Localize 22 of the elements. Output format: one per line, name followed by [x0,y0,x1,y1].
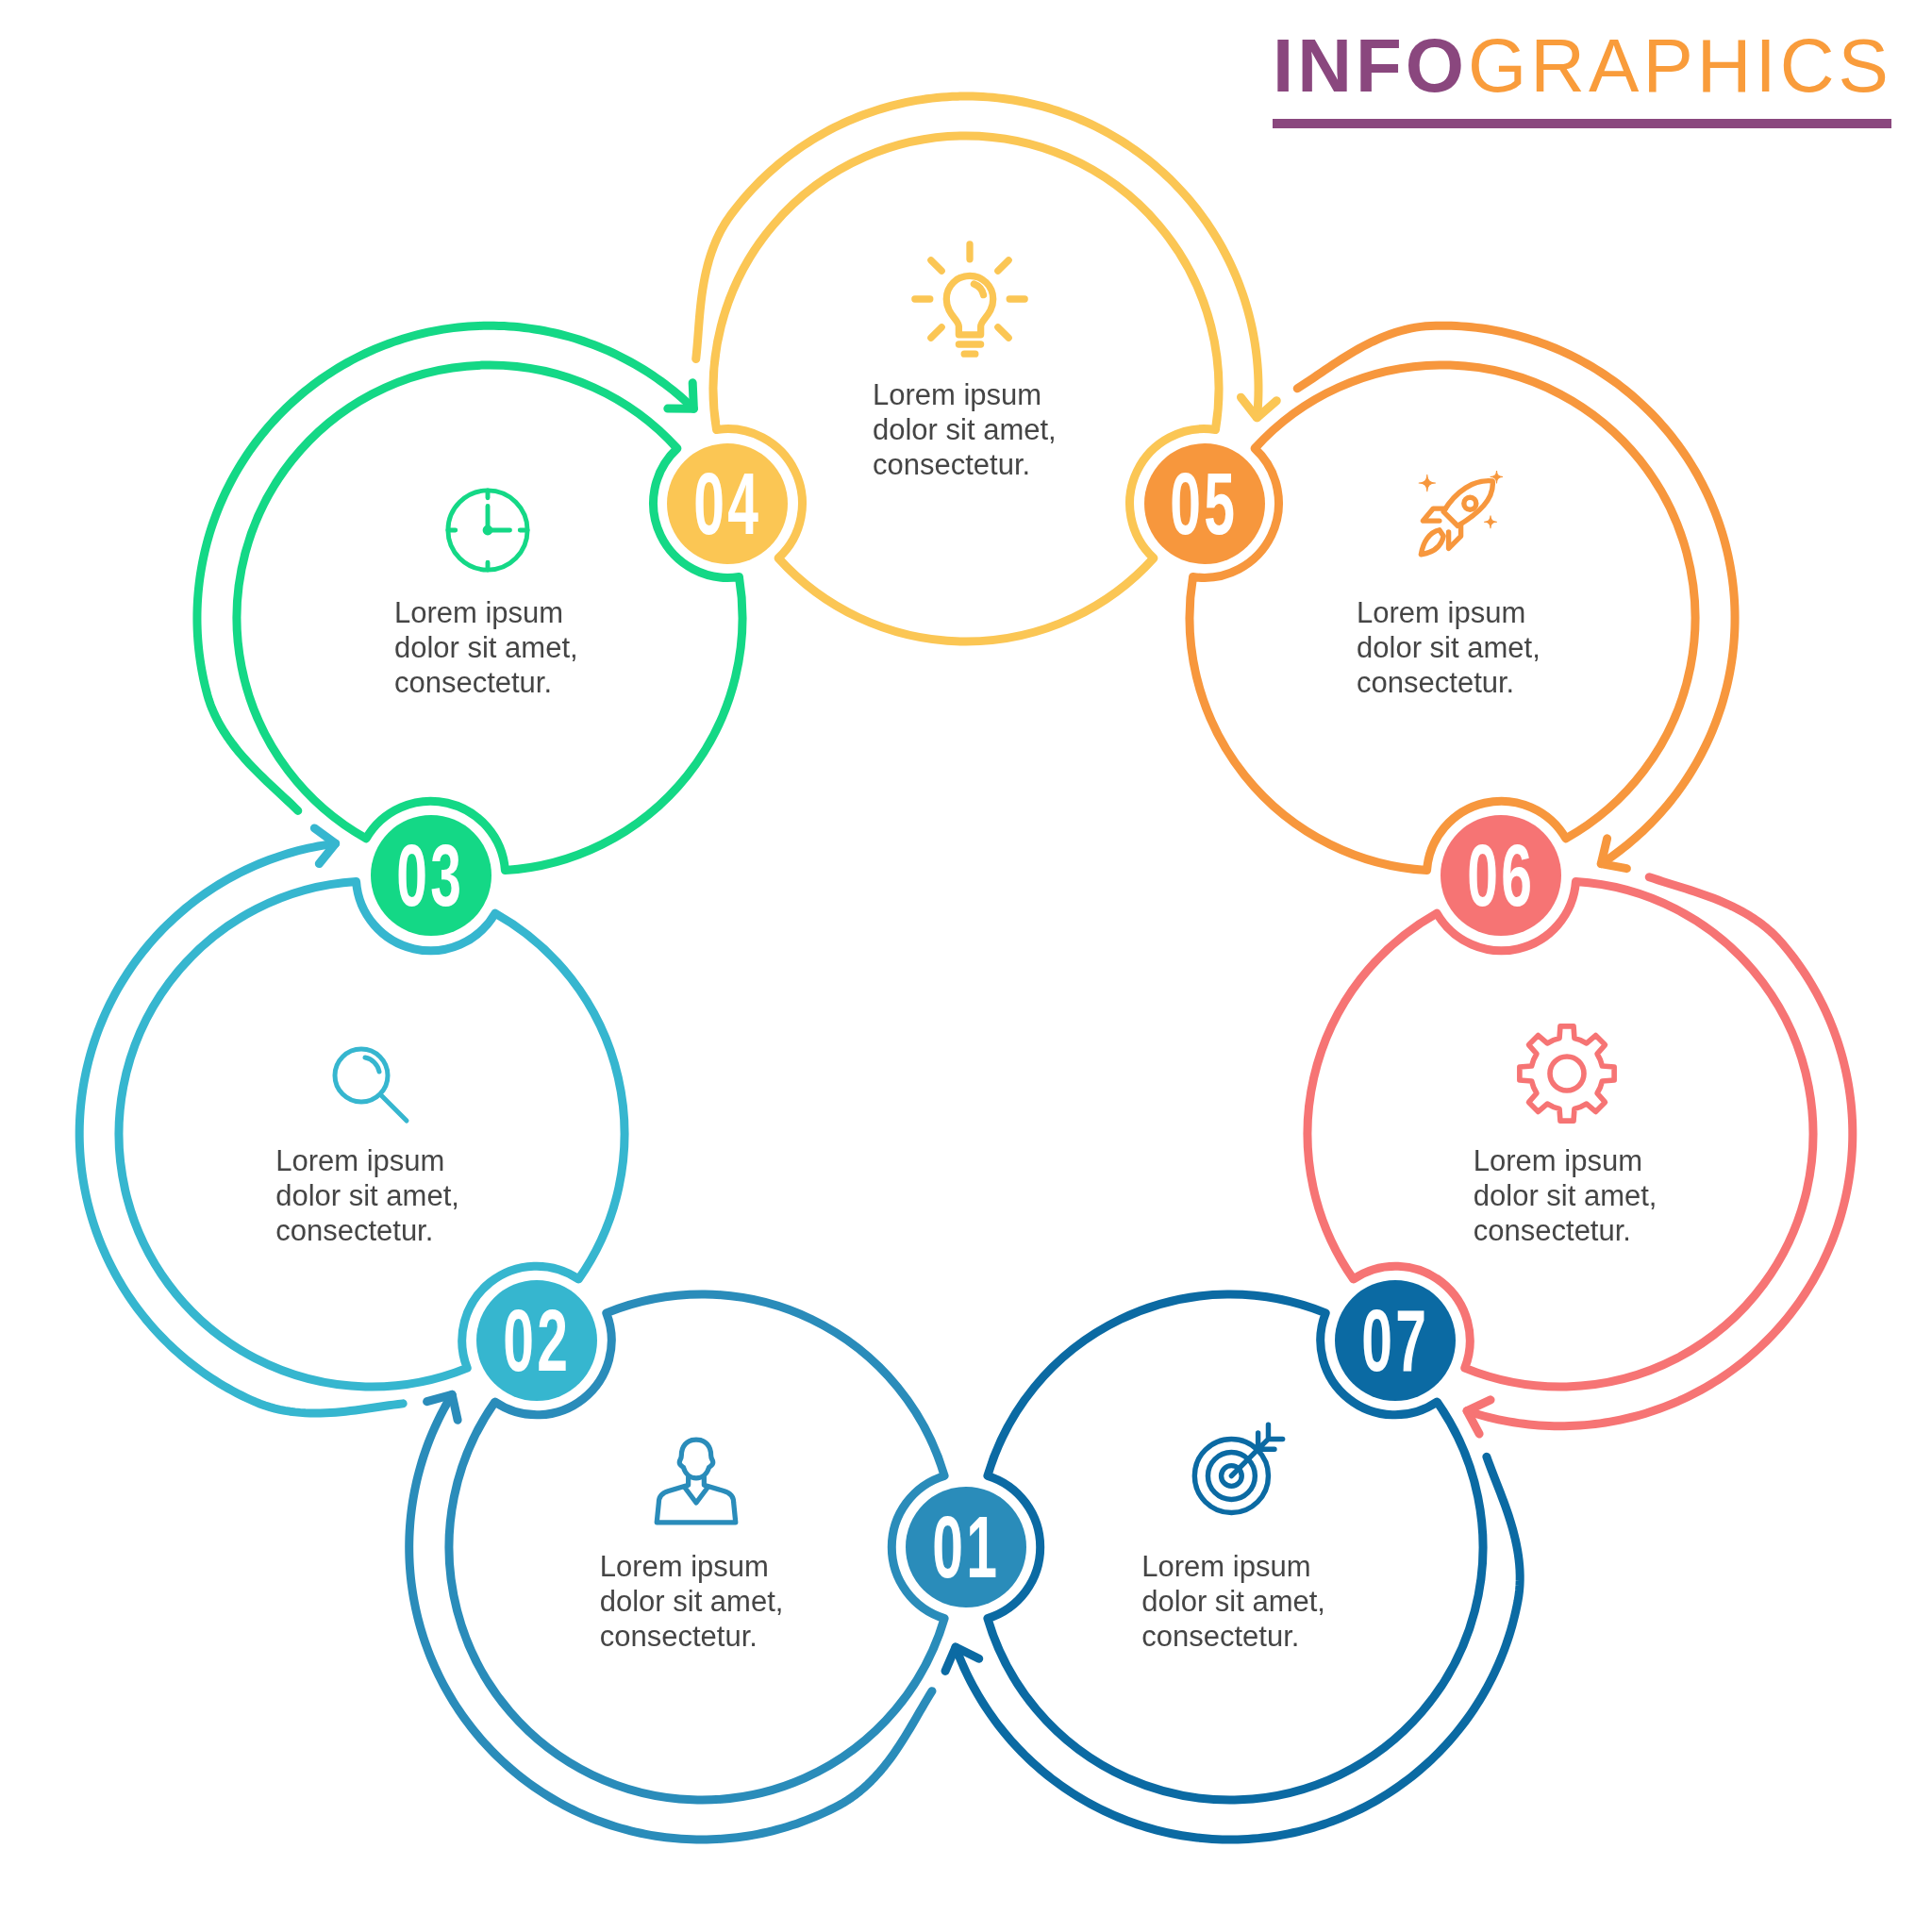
title: INFOGRAPHICS [1273,28,1892,104]
step-description: Lorem ipsum dolor sit amet, consectetur. [275,1143,459,1247]
step-description: Lorem ipsum dolor sit amet, consectetur. [1141,1550,1325,1653]
curved-arrow [691,92,1281,423]
step-description: Lorem ipsum dolor sit amet, consectetur. [599,1550,784,1653]
curved-arrow [1292,321,1740,874]
step-description: Lorem ipsum dolor sit amet, consectetur. [873,378,1057,481]
curved-arrow [405,1390,937,1844]
number-badge: 05 [1143,442,1265,564]
number-badge: 02 [475,1279,597,1401]
number-badge: 04 [667,442,789,564]
number-badge: 01 [906,1487,1026,1607]
curved-arrow [941,1452,1524,1844]
curved-arrow [75,824,408,1418]
number-badge: 06 [1441,815,1562,937]
curved-arrow [1462,873,1857,1439]
step-description: Lorem ipsum dolor sit amet, consectetur. [1357,596,1541,700]
step-description: Lorem ipsum dolor sit amet, consectetur. [1473,1143,1657,1247]
number-badge: 07 [1335,1279,1457,1401]
step-description: Lorem ipsum dolor sit amet, consectetur. [393,596,578,700]
curved-arrow [192,321,698,815]
number-badge: 03 [370,815,491,937]
